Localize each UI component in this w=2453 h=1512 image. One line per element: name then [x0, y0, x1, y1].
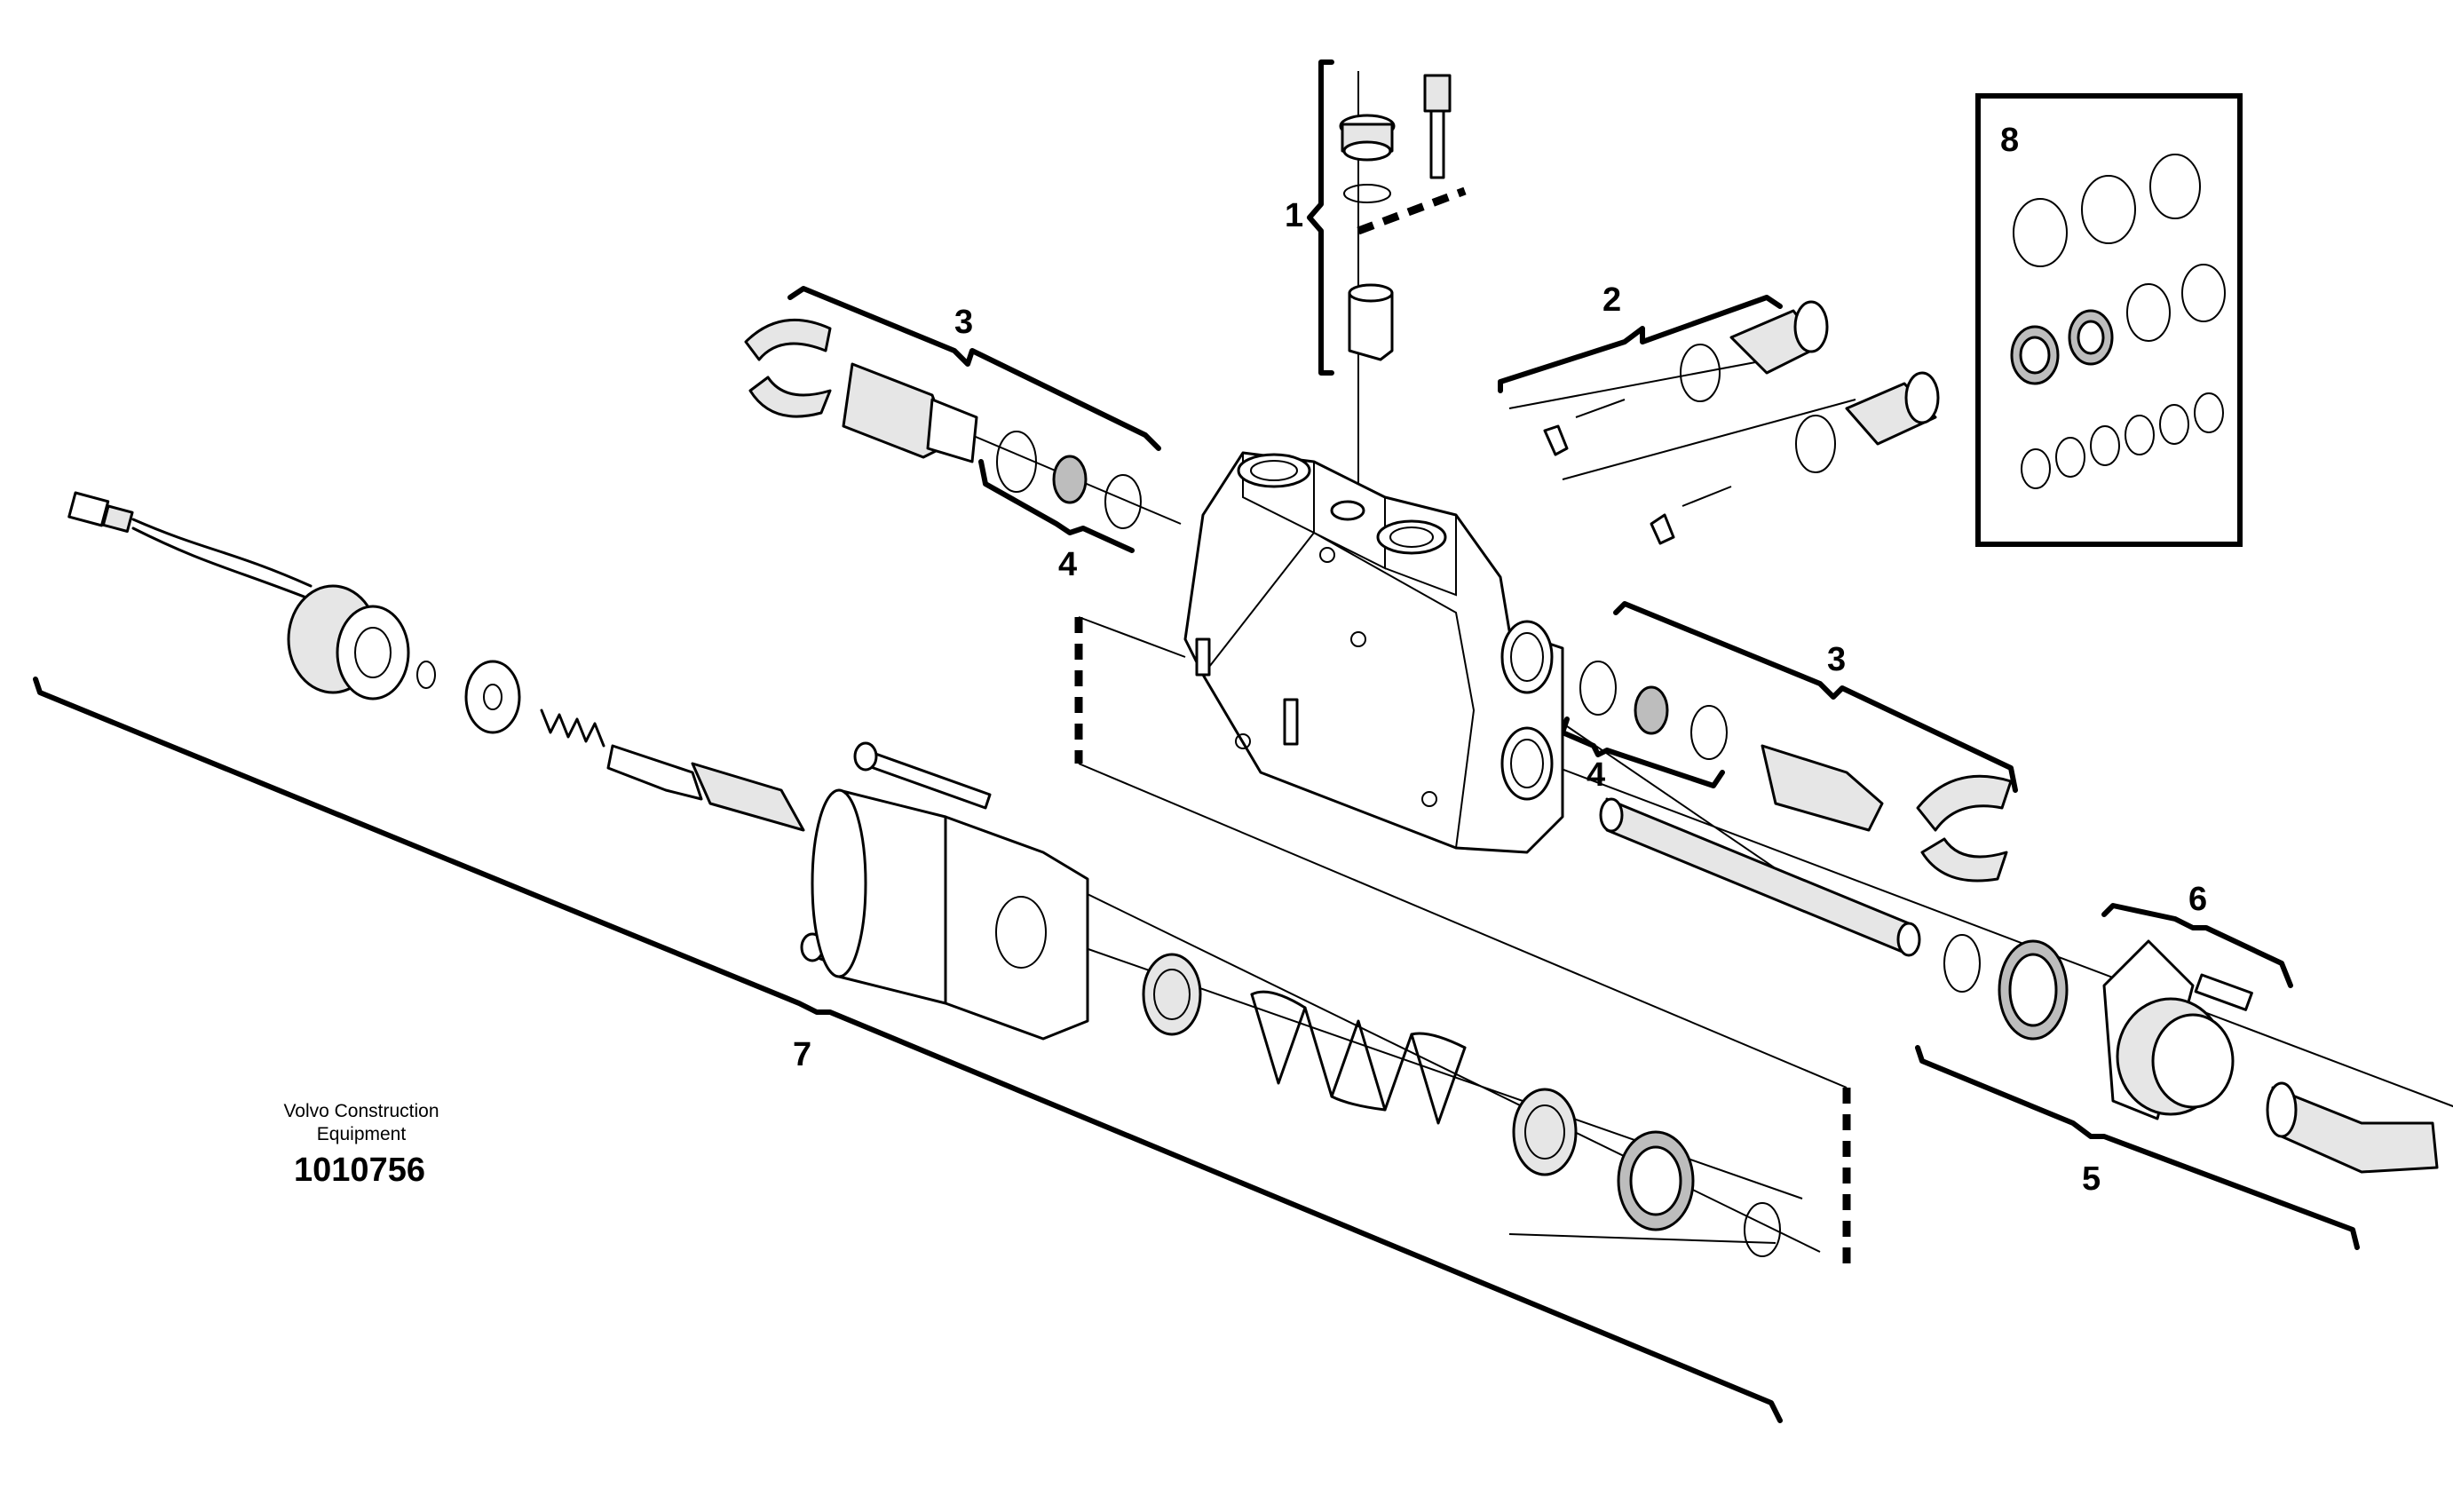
figure-number: 1010756 — [294, 1152, 425, 1189]
dashed-assembly-frame — [1074, 186, 1851, 1265]
shock-valve-right-group — [1579, 661, 2013, 883]
callout-4-top: 4 — [1058, 546, 1077, 583]
bracket-7 — [33, 677, 1783, 1423]
bracket-1 — [1307, 59, 1334, 376]
spool-cap-group — [1943, 934, 2439, 1174]
callout-3-right: 3 — [1827, 641, 1846, 678]
credit-line-2: Equipment — [317, 1124, 407, 1144]
bracket-5 — [1915, 1045, 2360, 1250]
relief-valve-group — [1543, 300, 1940, 545]
callout-7: 7 — [793, 1036, 811, 1073]
callout-6: 6 — [2188, 881, 2207, 918]
callout-5: 5 — [2082, 1160, 2101, 1198]
bracket-3-right — [1613, 601, 2018, 793]
callout-2: 2 — [1602, 281, 1621, 319]
check-valve-plug-group — [1339, 74, 1452, 361]
shock-valve-top-group — [744, 318, 1142, 529]
spool-icon — [1599, 797, 1921, 957]
bracket-6 — [2101, 903, 2293, 988]
bracket-4-top — [978, 459, 1135, 553]
o-ring-kit-icon — [1975, 93, 2243, 547]
bracket-2 — [1498, 295, 1783, 393]
callout-4-mid: 4 — [1587, 756, 1605, 794]
bracket-3-top — [787, 286, 1161, 451]
credit-line-1: Volvo Construction — [283, 1101, 439, 1121]
callout-1: 1 — [1285, 197, 1303, 234]
spring-assembly-group — [67, 491, 1781, 1257]
callout-3-top: 3 — [954, 304, 973, 341]
valve-body-icon — [1183, 451, 1564, 854]
callout-8: 8 — [2000, 122, 2019, 159]
